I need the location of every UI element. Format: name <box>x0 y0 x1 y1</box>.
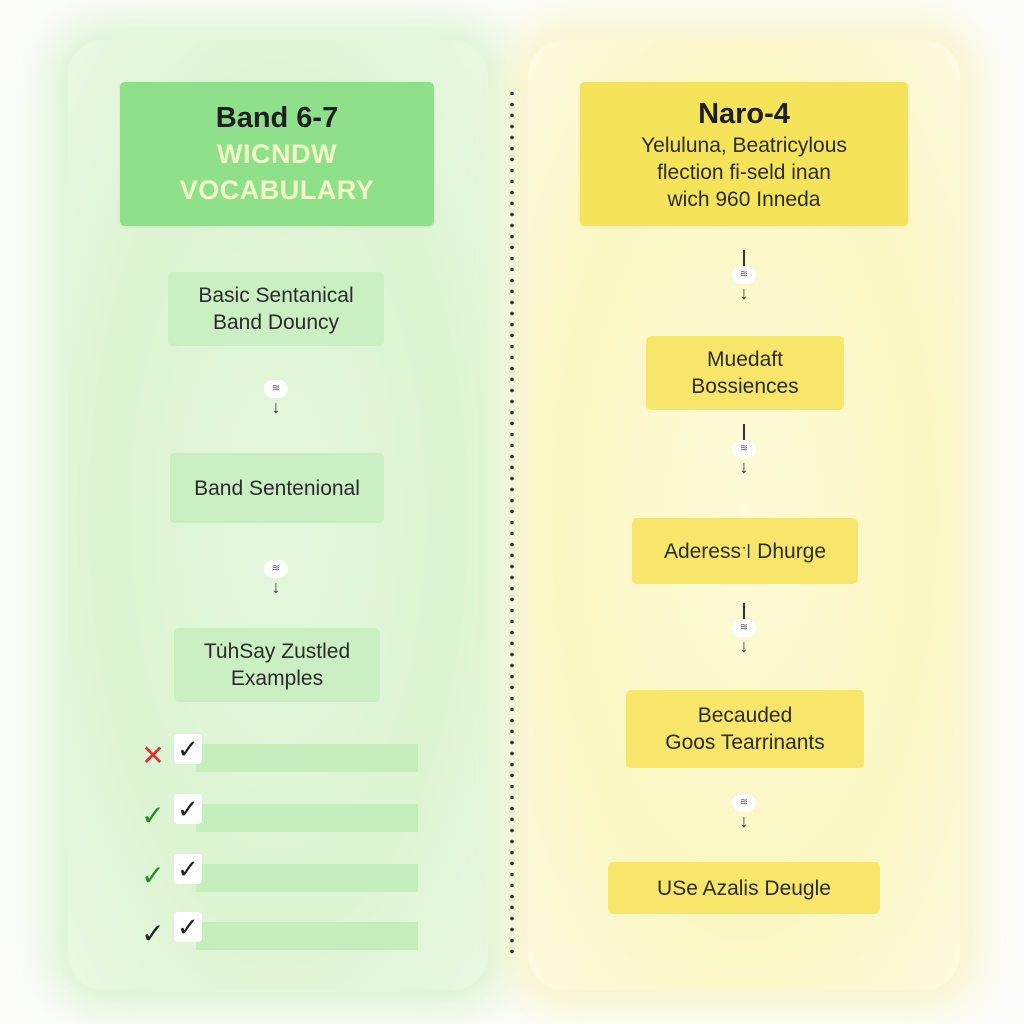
down-arrow-icon: ↓ <box>739 636 749 656</box>
left-header-subtitle-2: VOCABULARY <box>179 175 375 205</box>
check-icon: ✓ <box>141 860 165 891</box>
right-header-title: Naro-4 <box>698 97 790 130</box>
right-header-line-3: flection ﬁ-seld inan <box>657 160 831 184</box>
left-step-3-line-2: Examples <box>230 667 324 690</box>
left-connector-1: ≋ ↓ <box>256 380 296 416</box>
checklist-bar <box>196 864 418 892</box>
checklist-row-2: ✓ ✓ <box>134 794 418 832</box>
left-step-1-line-1: Basic Sentanical <box>198 284 354 307</box>
check-icon: ✓ <box>141 918 165 949</box>
right-step-box-3: Becauded Goos Tearrinants <box>626 690 864 768</box>
checklist-bar <box>196 922 418 950</box>
connector-node-icon: ≋ <box>732 440 756 458</box>
checklist-row-1: ✕ ✓ <box>134 734 418 772</box>
right-step-1-line-1: Muedaft <box>707 348 783 371</box>
left-step-1-line-2: Band Douncy <box>212 311 340 334</box>
cross-icon: ✕ <box>141 740 165 771</box>
down-arrow-icon: ↓ <box>271 577 281 597</box>
connector-stem <box>743 424 745 440</box>
left-step-box-3: Tu̇hSay Zustled Examples <box>174 628 380 702</box>
right-step-2-line-1: Aderess꜉ Dhurge <box>663 539 827 563</box>
check-icon: ✓ <box>141 800 165 831</box>
right-step-box-1: Muedaft Bossiences <box>646 336 844 410</box>
right-step-1-line-2: Bossiences <box>691 375 799 398</box>
connector-node-icon: ≋ <box>732 266 756 284</box>
left-header-box: Band 6-7 WICNDW VOCABULARY <box>120 82 434 226</box>
right-step-box-4: USe Azalis Deugle <box>608 862 880 914</box>
right-connector-1: ≋ ↓ <box>724 250 764 302</box>
connector-node-icon: ≋ <box>264 560 288 578</box>
checklist-bar <box>196 744 418 772</box>
right-connector-4: ≋ ↓ <box>724 794 764 830</box>
right-step-box-2: Aderess꜉ Dhurge <box>632 518 858 584</box>
left-connector-2: ≋ ↓ <box>256 560 296 596</box>
left-header-title: Band 6-7 <box>215 102 339 134</box>
left-step-box-1: Basic Sentanical Band Douncy <box>168 272 384 346</box>
connector-node-icon: ≋ <box>732 794 756 812</box>
down-arrow-icon: ↓ <box>739 283 749 303</box>
checkbox-check-icon: ✓ <box>174 734 202 764</box>
left-step-2-line-1: Band Sentenional <box>194 476 360 500</box>
checklist-row-3: ✓ ✓ <box>134 854 418 892</box>
left-header-subtitle: WICNDW <box>217 139 337 169</box>
right-header-line-4: wich 960 Inneda <box>667 187 821 211</box>
connector-node-icon: ≋ <box>732 619 756 637</box>
right-connector-3: ≋ ↓ <box>724 603 764 655</box>
checklist-row-4: ✓ ✓ <box>134 912 418 950</box>
down-arrow-icon: ↓ <box>739 811 749 831</box>
checkbox-check-icon: ✓ <box>174 912 202 942</box>
right-step-3-line-1: Becauded <box>697 704 793 727</box>
left-step-3-line-1: Tu̇hSay Zustled <box>203 640 351 663</box>
checkbox-check-icon: ✓ <box>174 794 202 824</box>
down-arrow-icon: ↓ <box>739 457 749 477</box>
right-step-4-line-1: USe Azalis Deugle <box>657 876 831 900</box>
left-step-box-2: Band Sentenional <box>170 453 384 523</box>
right-header-box: Naro-4 Yeluluna, Beatricylous flection ﬁ… <box>580 82 908 226</box>
checkbox-check-icon: ✓ <box>174 854 202 884</box>
right-header-line-2: Yeluluna, Beatricylous <box>641 133 847 157</box>
down-arrow-icon: ↓ <box>271 397 281 417</box>
connector-stem <box>743 603 745 619</box>
checklist-bar <box>196 804 418 832</box>
right-step-3-line-2: Goos Tearrinants <box>665 731 825 754</box>
connector-node-icon: ≋ <box>264 380 288 398</box>
right-connector-2: ≋ ↓ <box>724 424 764 476</box>
dotted-divider <box>510 88 514 960</box>
connector-stem <box>743 250 745 266</box>
